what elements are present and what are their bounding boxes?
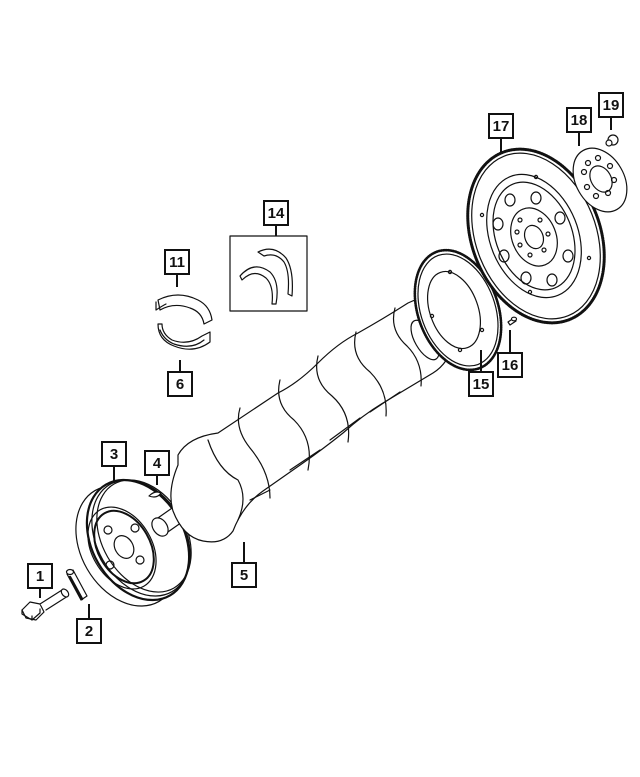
callout-14-thrust-washers[interactable]: 14: [263, 200, 289, 226]
callout-11-upper-bearing-shell[interactable]: 11: [164, 249, 190, 275]
leader-line-6: [179, 360, 181, 371]
adapter-ring-part: [413, 248, 503, 372]
bolt-part: [21, 588, 70, 621]
flexplate-part: [466, 147, 606, 325]
thrust-washers-part: [229, 235, 308, 312]
leader-line-3: [113, 467, 115, 483]
washer-part: [65, 568, 88, 601]
callout-4-woodruff-key[interactable]: 4: [144, 450, 170, 476]
callout-19-flexplate-bolt[interactable]: 19: [598, 92, 624, 118]
leader-line-15: [480, 350, 482, 371]
callout-17-flexplate[interactable]: 17: [488, 113, 514, 139]
leader-line-11: [176, 275, 178, 287]
leader-line-17: [500, 139, 502, 153]
bearing-shells-part: [155, 294, 213, 350]
leader-line-1: [39, 589, 41, 598]
callout-16-dowel-pin[interactable]: 16: [497, 352, 523, 378]
leader-line-14: [275, 226, 277, 236]
callout-3-damper-pulley[interactable]: 3: [101, 441, 127, 467]
leader-line-19: [610, 118, 612, 130]
callout-1-bolt[interactable]: 1: [27, 563, 53, 589]
callout-5-crankshaft[interactable]: 5: [231, 562, 257, 588]
key-part: [148, 491, 162, 498]
crankshaft-part: [151, 297, 455, 543]
callout-18-reinforcement-plate[interactable]: 18: [566, 107, 592, 133]
leader-line-16: [509, 330, 511, 352]
flexplate-bolt-part: [605, 134, 619, 147]
leader-line-2: [88, 604, 90, 618]
callout-15-flexplate-adapter[interactable]: 15: [468, 371, 494, 397]
callout-6-lower-bearing-shell[interactable]: 6: [167, 371, 193, 397]
leader-line-5: [243, 542, 245, 562]
reinforcement-plate-part: [572, 147, 628, 213]
leader-line-18: [578, 133, 580, 146]
dowel-part: [507, 316, 518, 326]
leader-line-4: [156, 476, 158, 485]
callout-2-washer[interactable]: 2: [76, 618, 102, 644]
